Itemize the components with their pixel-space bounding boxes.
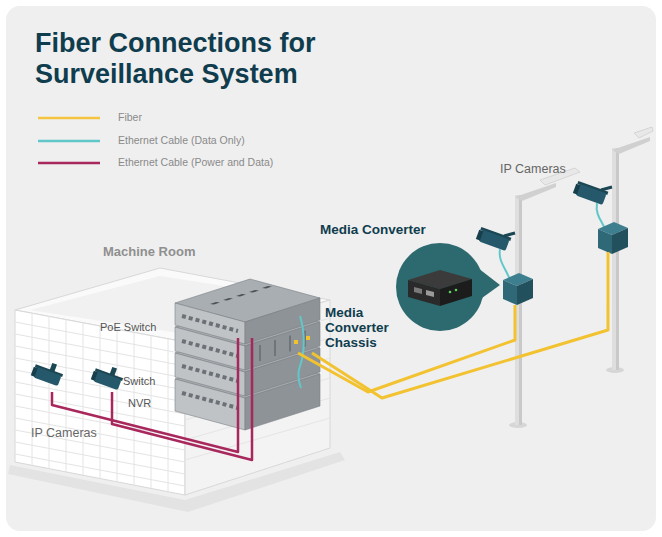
nvr-recorder: NVR — [126, 394, 245, 412]
node-label: Media Converter — [320, 222, 480, 237]
node-label: NVR — [128, 397, 178, 410]
legend-text: Ethernet Cable (Power and Data) — [118, 156, 358, 169]
node-label: IP Cameras — [500, 162, 610, 177]
machine-room: Machine RoomPoE SwitchMedia Converter Ch… — [15, 244, 330, 495]
media-converter-callout: Media Converter — [320, 222, 490, 334]
power-data-cable — [52, 338, 252, 460]
fiber-cable — [298, 305, 608, 398]
node-label: Machine Room — [103, 244, 243, 259]
poe-switch: PoE Switch — [98, 318, 258, 338]
ip-camera-group: IP Cameras — [34, 356, 124, 392]
legend-text: Fiber — [118, 111, 358, 124]
network-switch: Switch — [121, 372, 245, 390]
media-converter-chassis: Media Converter Chassis — [290, 305, 415, 353]
node-label: PoE Switch — [100, 321, 190, 334]
legend-text: Ethernet Cable (Data Only) — [118, 134, 358, 147]
node-label: Media Converter Chassis — [325, 305, 407, 350]
node-label: IP Cameras — [31, 426, 131, 441]
fiber-cable-line — [298, 305, 515, 392]
fiber-cable-line — [312, 305, 608, 398]
node-label: Switch — [123, 375, 183, 388]
power-data-cable-line — [112, 338, 252, 460]
ip-camera-group: IP Cameras — [478, 160, 638, 305]
diagram-title: Fiber Connections for Surveillance Syste… — [35, 28, 375, 90]
